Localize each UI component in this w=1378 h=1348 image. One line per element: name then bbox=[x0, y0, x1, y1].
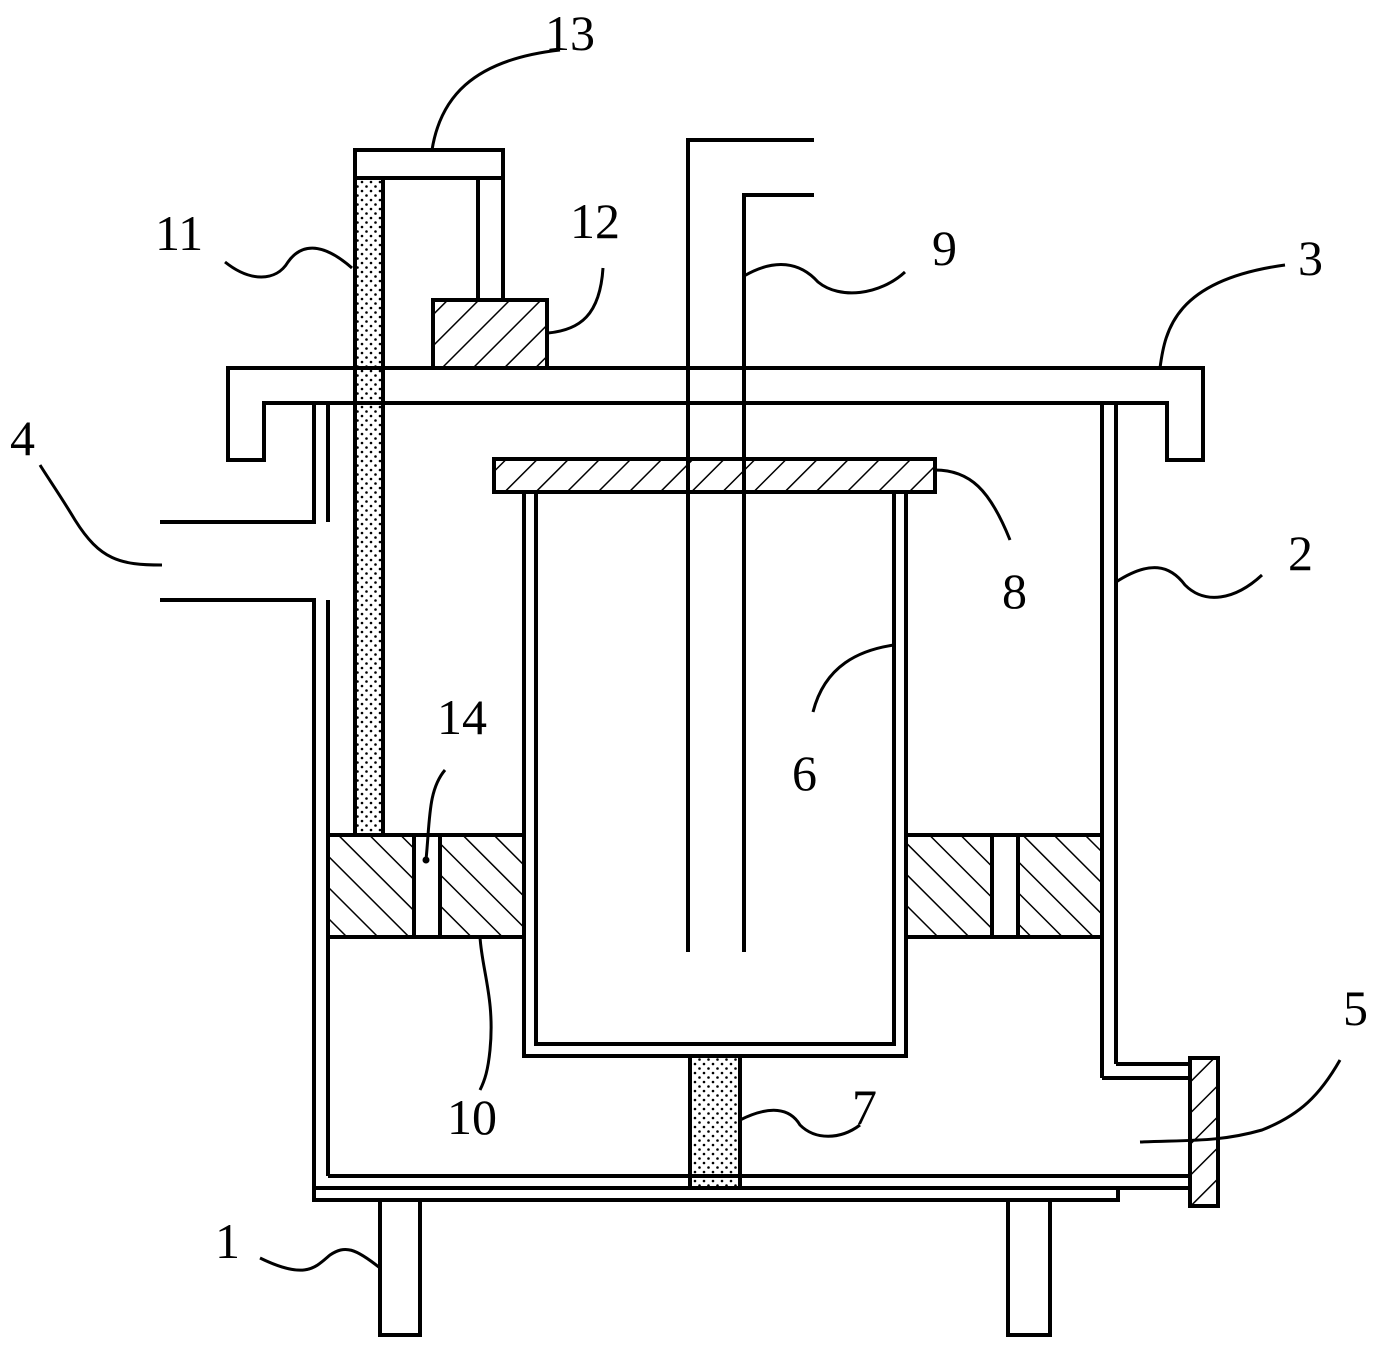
pipe-9 bbox=[686, 138, 814, 952]
label-5: 5 bbox=[1343, 980, 1368, 1036]
piston-ring-10 bbox=[326, 833, 1104, 939]
leader-lines bbox=[38, 48, 1342, 1272]
label-10: 10 bbox=[447, 1089, 497, 1145]
label-3: 3 bbox=[1298, 230, 1323, 286]
lid bbox=[226, 366, 1205, 462]
label-2: 2 bbox=[1288, 525, 1313, 581]
label-12: 12 bbox=[570, 193, 620, 249]
inner-container bbox=[522, 492, 908, 1058]
label-6: 6 bbox=[792, 745, 817, 801]
label-1: 1 bbox=[215, 1213, 240, 1269]
plate-8 bbox=[492, 457, 937, 494]
part-labels: 13 11 12 9 3 4 2 8 14 6 10 7 5 1 bbox=[10, 5, 1368, 1269]
label-8: 8 bbox=[1002, 563, 1027, 619]
frame-13 bbox=[353, 148, 505, 300]
label-11: 11 bbox=[155, 205, 203, 261]
block-12 bbox=[431, 298, 549, 370]
label-13: 13 bbox=[545, 5, 595, 61]
legs bbox=[378, 1198, 1052, 1337]
label-4: 4 bbox=[10, 410, 35, 466]
label-14: 14 bbox=[437, 689, 487, 745]
outlet-valve bbox=[1188, 1056, 1220, 1208]
rod-11 bbox=[353, 176, 385, 837]
label-9: 9 bbox=[932, 220, 957, 276]
tank-wall bbox=[160, 403, 1190, 1190]
support-column-7 bbox=[688, 1054, 742, 1190]
label-7: 7 bbox=[852, 1079, 877, 1135]
